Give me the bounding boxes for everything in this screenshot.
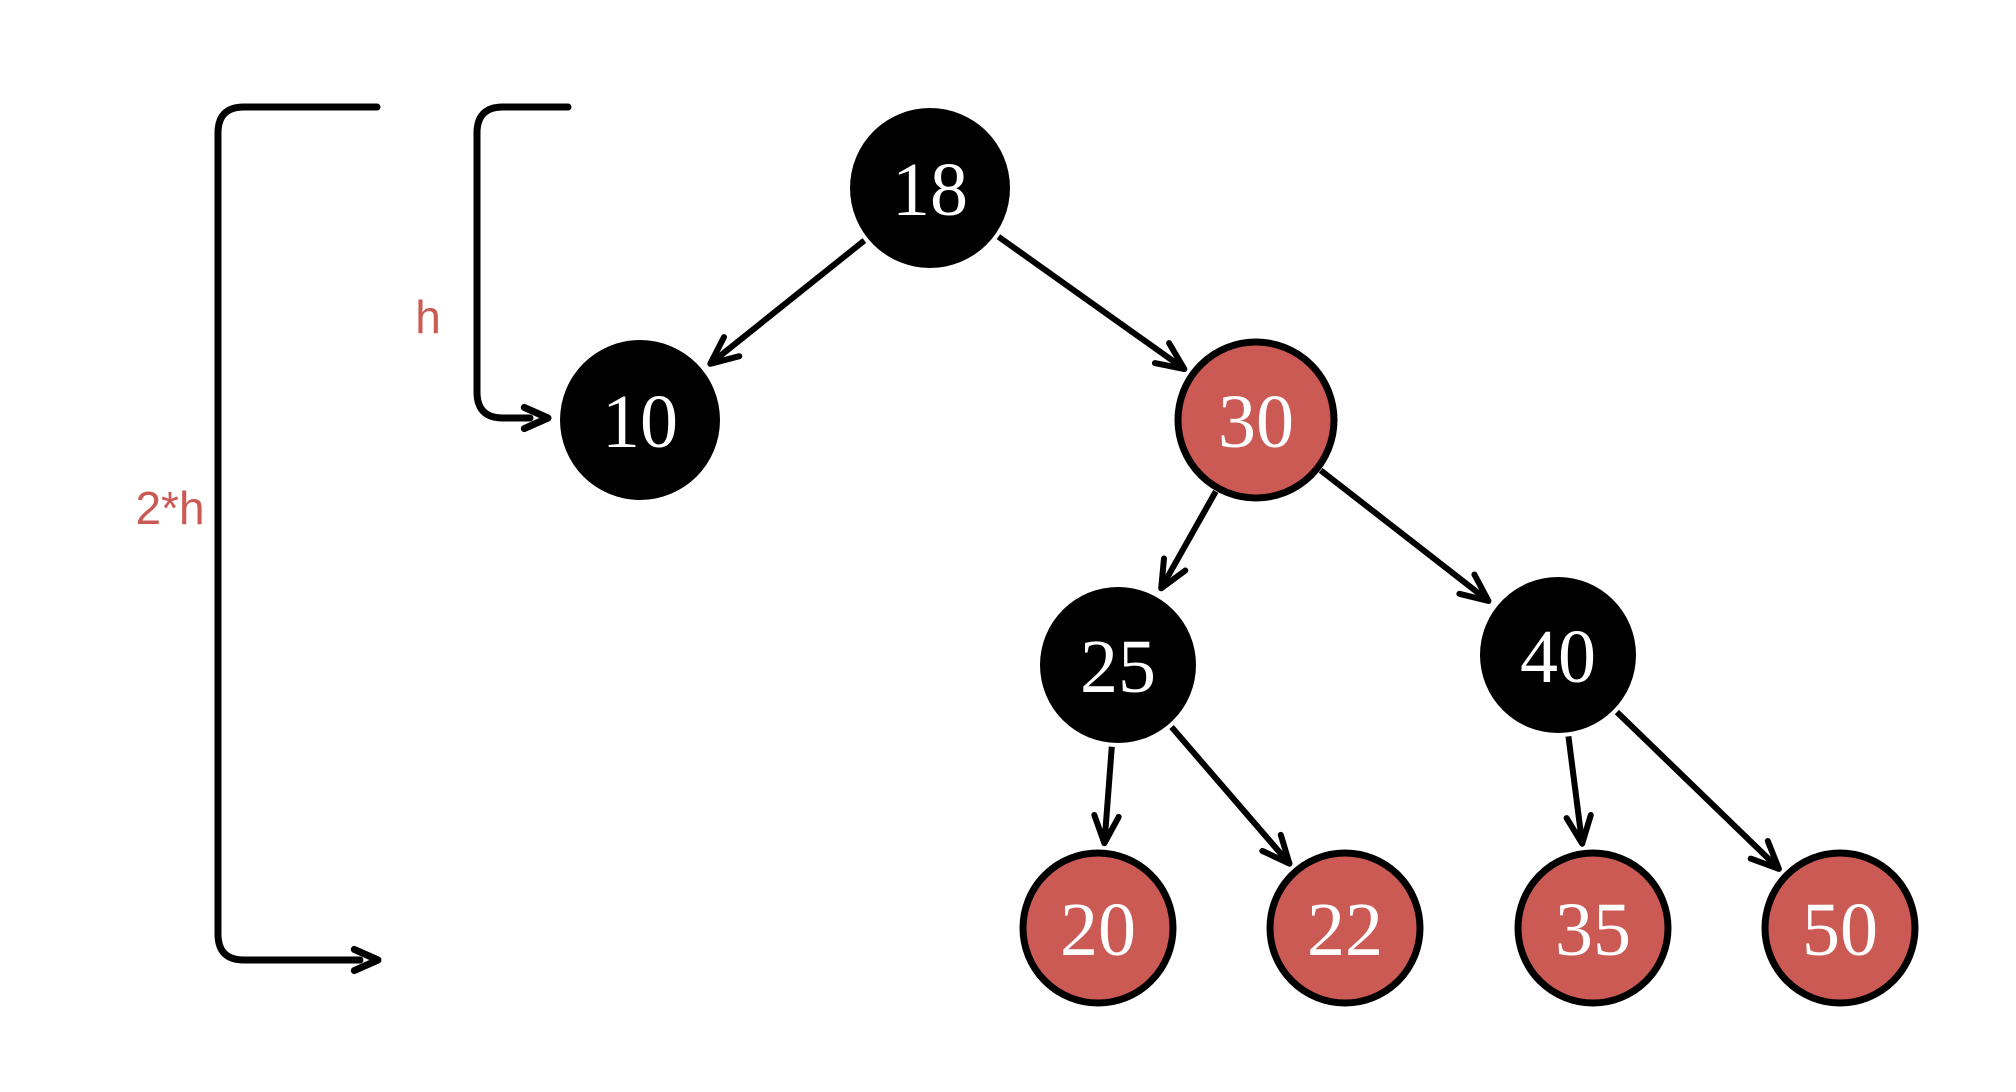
bracket-stem xyxy=(473,103,572,422)
edge-line xyxy=(1614,709,1782,872)
node-circle-red xyxy=(1174,338,1338,502)
tree-node-35[interactable]: 35 xyxy=(1514,849,1672,1007)
bracket-arrowhead-icon xyxy=(350,945,382,975)
node-circle-black xyxy=(1040,587,1196,743)
node-circle-red xyxy=(1514,849,1672,1007)
node-circle-red xyxy=(1761,849,1919,1007)
edge-line xyxy=(996,234,1187,372)
tree-node-30[interactable]: 30 xyxy=(1174,338,1338,502)
annotation-label-2xh: 2*h xyxy=(135,482,204,534)
edge-arrowhead-icon xyxy=(1747,838,1782,872)
tree-edges-group xyxy=(707,234,1782,872)
tree-edge-25-to-20 xyxy=(1091,746,1122,847)
tree-edge-30-to-40 xyxy=(1318,467,1492,604)
edge-arrowhead-icon xyxy=(1563,812,1594,847)
tree-node-20[interactable]: 20 xyxy=(1019,849,1177,1007)
tree-edge-25-to-22 xyxy=(1169,725,1293,867)
edge-arrowhead-icon xyxy=(1259,831,1293,867)
tree-edge-40-to-35 xyxy=(1563,735,1594,847)
edge-line xyxy=(1318,467,1491,604)
annotation-label-h: h xyxy=(415,291,441,343)
edge-arrowhead-icon xyxy=(707,334,743,367)
tree-edge-18-to-30 xyxy=(996,234,1188,372)
bracket-stem xyxy=(214,103,381,964)
annotation-bracket-2h: 2*h xyxy=(135,103,382,975)
tree-edge-30-to-25 xyxy=(1158,489,1219,592)
edge-line xyxy=(1101,746,1115,844)
edge-arrowhead-icon xyxy=(1456,571,1492,604)
bracket-arrowhead-icon xyxy=(520,403,552,433)
tree-node-25[interactable]: 25 xyxy=(1040,587,1196,743)
tree-node-10[interactable]: 10 xyxy=(560,340,720,500)
node-circle-black xyxy=(850,108,1010,268)
edge-line xyxy=(1158,489,1219,590)
node-circle-black xyxy=(1480,577,1636,733)
edge-arrowhead-icon xyxy=(1091,812,1122,847)
tree-node-40[interactable]: 40 xyxy=(1480,577,1636,733)
annotation-bracket-h: h xyxy=(415,103,572,433)
tree-node-22[interactable]: 22 xyxy=(1266,849,1424,1007)
tree-edge-18-to-10 xyxy=(707,238,867,367)
tree-node-50[interactable]: 50 xyxy=(1761,849,1919,1007)
bracket-annotations-group: 2*h h xyxy=(135,103,572,975)
node-circle-red xyxy=(1019,849,1177,1007)
tree-edge-40-to-50 xyxy=(1614,709,1782,872)
node-circle-black xyxy=(560,340,720,500)
edge-arrowhead-icon xyxy=(1151,340,1188,372)
node-circle-red xyxy=(1266,849,1424,1007)
tree-node-18[interactable]: 18 xyxy=(850,108,1010,268)
edge-line xyxy=(1169,725,1292,866)
edge-line xyxy=(1565,735,1586,845)
edge-arrowhead-icon xyxy=(1158,555,1189,592)
edge-line xyxy=(708,238,867,367)
